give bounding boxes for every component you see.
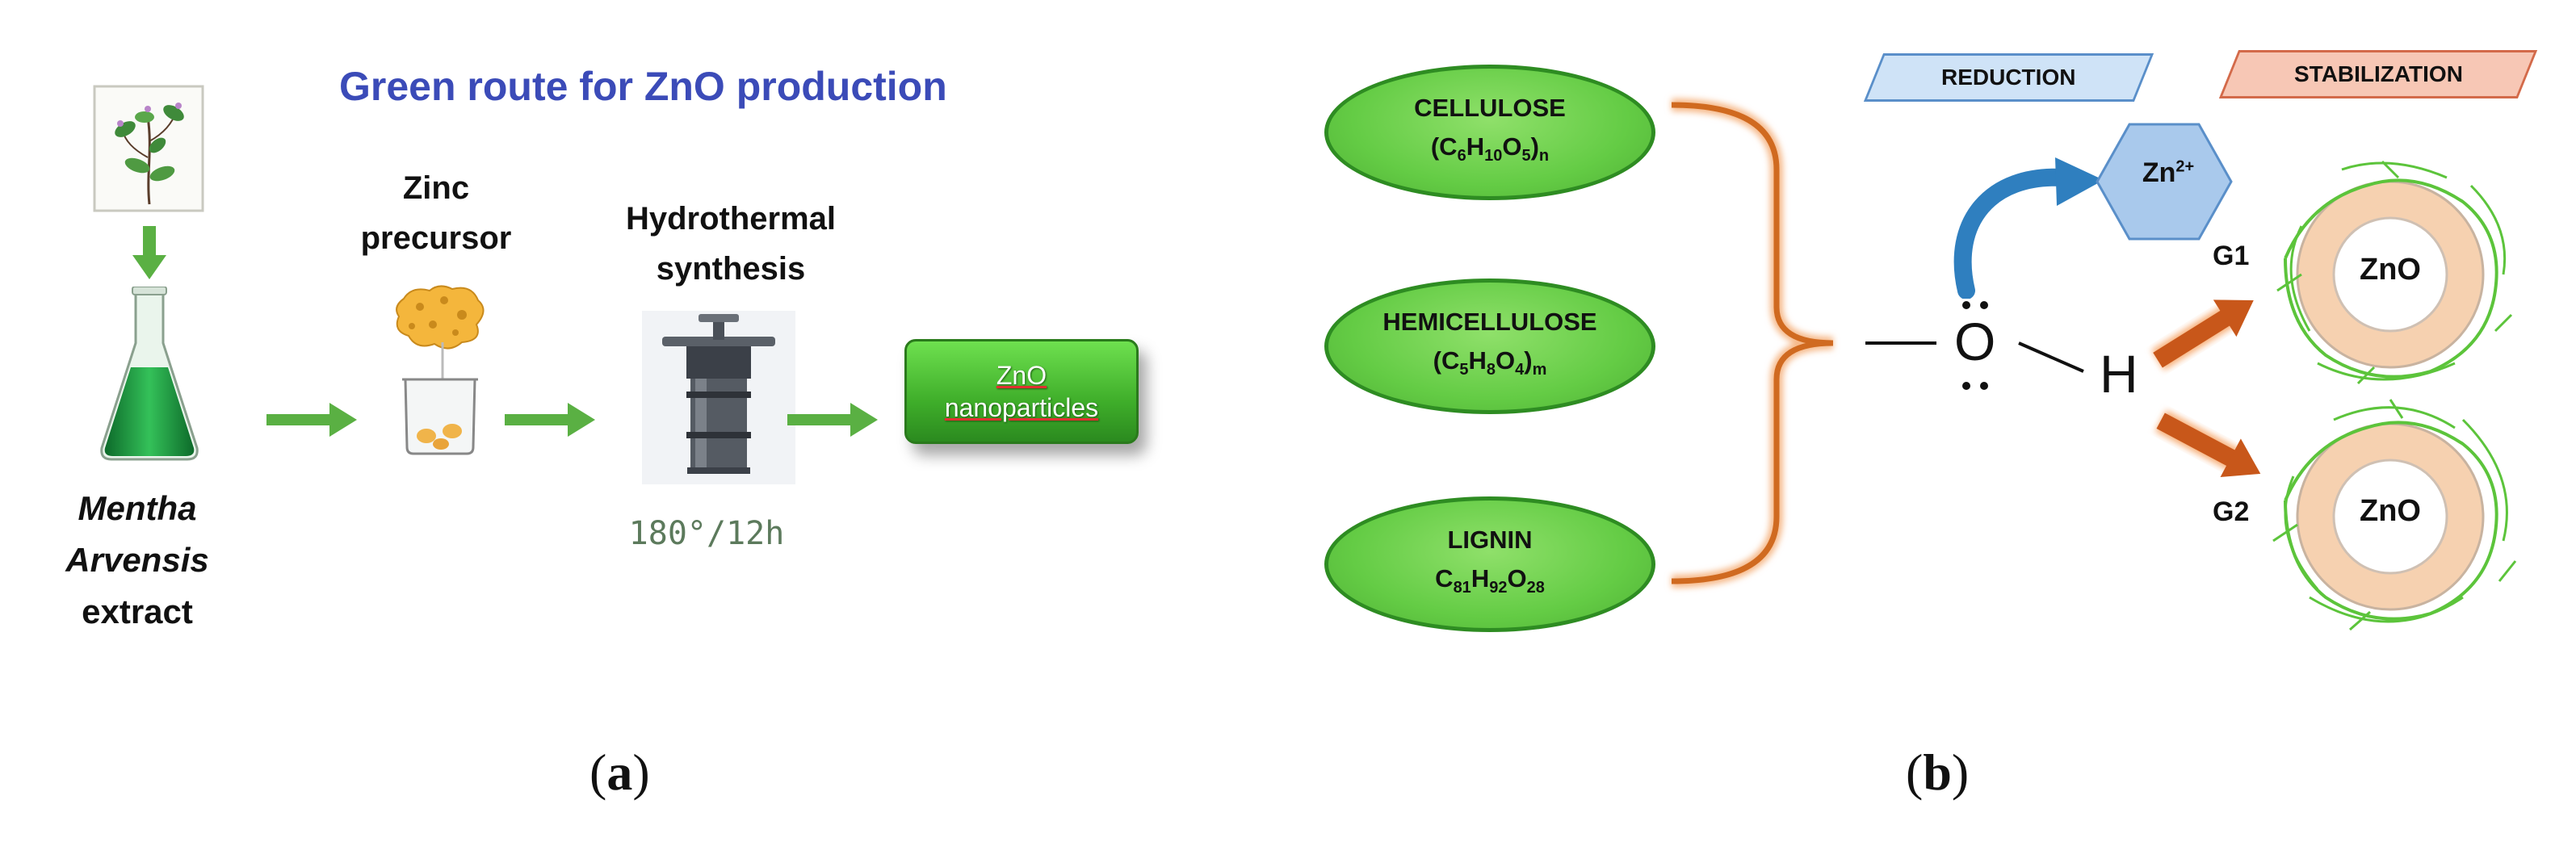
synthesis-conditions: 180°/12h [628,515,785,552]
component-name: LIGNIN [1447,526,1533,555]
component-name: CELLULOSE [1414,94,1566,123]
mentha-plant-illustration [93,85,204,212]
zinc-precursor-label: Zinc precursor [355,163,517,263]
hydroxyl-bracket-diagram [1671,98,2084,588]
zinc-label-line2: precursor [360,220,512,256]
synthesis-label-line1: Hydrothermal [625,201,837,237]
component-formula: (C5H8O4)m [1433,346,1547,379]
process-arrow-3 [787,403,878,437]
hydrogen-atom: H [2100,344,2138,404]
autoclave-reactor-icon [642,311,795,484]
group-g2-label: G2 [2213,496,2250,527]
mentha-extract-label: Mentha Arvensis extract [32,483,242,638]
panel-a-title: Green route for ZnO production [339,64,947,109]
zno-g2-label: ZnO [2360,494,2421,528]
process-arrow-1 [266,403,357,437]
component-formula: C81H92O28 [1435,564,1545,597]
lignin-ellipse: LIGNIN C81H92O28 [1324,496,1655,632]
panel-b-letter: b [1923,743,1952,801]
stabilization-tag-label: STABILIZATION [2293,61,2463,86]
reduction-tag-label: REDUCTION [1941,65,2076,90]
component-name: HEMICELLULOSE [1382,308,1597,337]
zinc-ion-symbol: Zn [2142,157,2176,188]
zno-nanoparticles-box: ZnO nanoparticles [904,339,1139,444]
flask-extract-icon [100,287,199,461]
zinc-ion-label: Zn2+ [2132,157,2205,189]
component-formula: (C6H10O5)n [1430,132,1550,165]
stabilization-arrow-g1 [2151,299,2254,371]
zinc-ion-charge: 2+ [2175,157,2195,176]
mentha-label-line3: extract [82,593,193,630]
synthesis-label-line2: synthesis [656,251,806,287]
mentha-label-line2: Arvensis [65,541,209,579]
zno-particle-g2 [2272,399,2517,631]
reduction-curved-arrow [1953,157,2104,299]
zinc-label-line1: Zinc [402,170,470,206]
mentha-label-line1: Mentha [78,489,197,527]
oxygen-atom: O [1954,312,1996,371]
zinc-precursor-beaker-icon [396,285,485,455]
stabilization-arrow-g2 [2154,409,2261,478]
hemicellulose-ellipse: HEMICELLULOSE (C5H8O4)m [1324,279,1655,414]
process-arrow-2 [505,403,595,437]
hydrothermal-synthesis-label: Hydrothermal synthesis [598,194,864,294]
panel-a-label: (a) [589,743,650,801]
panel-a-letter: a [606,743,633,801]
zinc-ion-hexagon [2096,123,2233,241]
panel-b-label: (b) [1906,743,1970,801]
cellulose-ellipse: CELLULOSE (C6H10O5)n [1324,65,1655,200]
zno-particle-g1 [2276,160,2513,385]
down-arrow-icon [132,226,166,279]
group-g1-label: G1 [2213,241,2250,271]
product-line1: ZnO [996,361,1047,390]
stabilization-tag: STABILIZATION [2218,50,2538,98]
reduction-tag: REDUCTION [1863,53,2154,102]
zno-g1-label: ZnO [2360,253,2421,287]
product-line2: nanoparticles [944,393,1099,422]
